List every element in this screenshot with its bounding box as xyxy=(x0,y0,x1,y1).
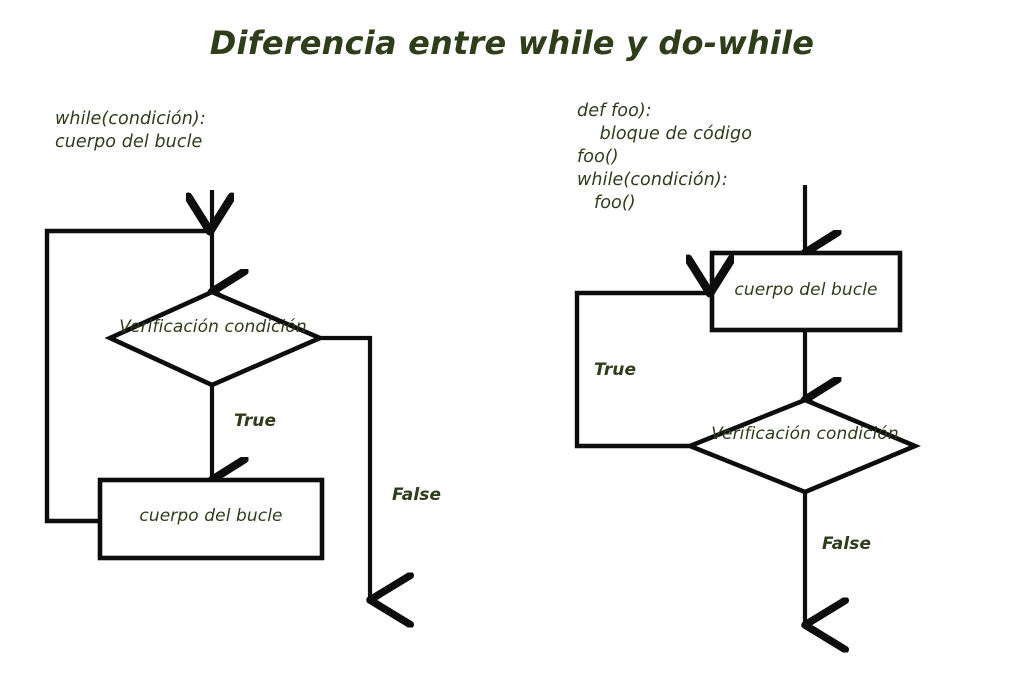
right-loopback-edge xyxy=(574,293,710,449)
left-loopback-edge xyxy=(44,231,210,524)
do-while-code-snippet: def foo): bloque de código foo() while(c… xyxy=(577,101,753,214)
left-true-edge-label: True xyxy=(234,411,277,431)
while-code-snippet: while(condición): cuerpo del bucle xyxy=(55,109,206,153)
left-flowchart-group xyxy=(44,190,370,600)
left-process-label: cuerpo del bucle xyxy=(139,506,283,526)
page-title: Diferencia entre while y do-while xyxy=(209,24,815,62)
right-true-edge-label: True xyxy=(594,360,637,380)
right-false-edge-label: False xyxy=(822,534,872,554)
left-false-edge-label: False xyxy=(392,485,442,505)
left-process-box xyxy=(97,477,325,561)
right-flowchart-group xyxy=(574,185,921,625)
left-false-edge xyxy=(320,335,370,600)
left-decision-label: Verificación condición xyxy=(119,317,307,337)
right-decision-diamond xyxy=(683,397,921,495)
right-decision-label: Verificación condición xyxy=(711,424,899,444)
left-decision-diamond xyxy=(104,289,326,388)
right-process-label: cuerpo del bucle xyxy=(734,280,878,300)
